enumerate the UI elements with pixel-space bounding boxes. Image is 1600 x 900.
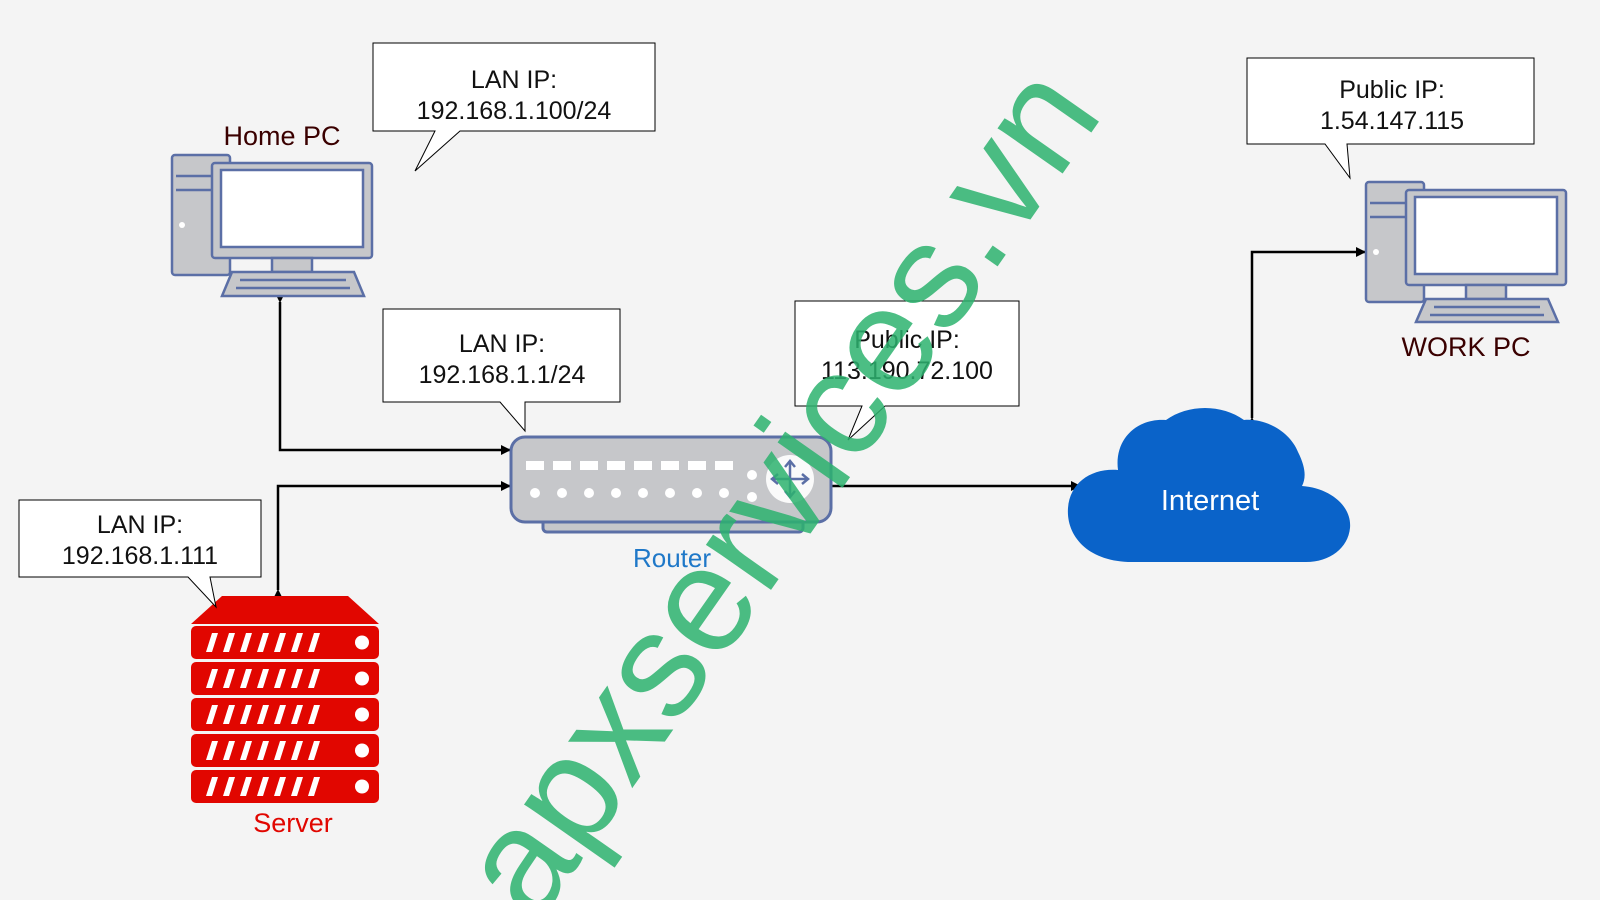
work-pc-icon — [1364, 180, 1568, 324]
server-unit — [191, 662, 379, 695]
internet-cloud-icon — [1067, 408, 1351, 562]
router-port — [526, 461, 544, 470]
router-port — [580, 461, 598, 470]
home-pc-callout-line1: LAN IP: — [471, 66, 557, 94]
server-unit — [191, 734, 379, 767]
connector-homepc-router — [275, 293, 511, 455]
router-port — [715, 461, 733, 470]
server-callout: LAN IP: 192.168.1.111 — [18, 499, 262, 609]
router-label: Router — [633, 543, 711, 573]
connector-server-router — [273, 481, 511, 599]
router-led — [530, 488, 540, 498]
home-pc-icon — [170, 153, 374, 298]
server-icon — [191, 596, 379, 803]
router-led — [557, 488, 567, 498]
server-unit — [191, 698, 379, 731]
router-public-callout: Public IP: 113.190.72.100 — [794, 300, 1020, 441]
connector-internet-workpc — [1247, 247, 1366, 427]
router-lan-callout: LAN IP: 192.168.1.1/24 — [382, 308, 621, 433]
router-led — [638, 488, 648, 498]
router-port — [688, 461, 706, 470]
router-public-callout-line2: 113.190.72.100 — [821, 357, 993, 385]
home-pc-callout-line2: 192.168.1.100/24 — [417, 97, 612, 125]
router-port — [661, 461, 679, 470]
connectors — [273, 247, 1366, 599]
work-pc-callout-line1: Public IP: — [1339, 76, 1445, 104]
work-pc-label: WORK PC — [1401, 332, 1530, 362]
server-unit — [191, 626, 379, 659]
server-label: Server — [253, 808, 333, 838]
router-public-callout-line1: Public IP: — [854, 326, 960, 354]
router-led — [665, 488, 675, 498]
server-unit — [191, 770, 379, 803]
server-callout-line1: LAN IP: — [97, 511, 183, 539]
router-led — [584, 488, 594, 498]
home-pc-label: Home PC — [223, 121, 340, 151]
router-led — [692, 488, 702, 498]
router-led — [747, 470, 757, 480]
work-pc-callout: Public IP: 1.54.147.115 — [1246, 57, 1535, 180]
router-port — [607, 461, 625, 470]
router-port — [553, 461, 571, 470]
internet-label: Internet — [1161, 485, 1259, 517]
router-led — [611, 488, 621, 498]
router-lan-callout-line2: 192.168.1.1/24 — [419, 361, 586, 389]
home-pc-callout: LAN IP: 192.168.1.100/24 — [372, 42, 656, 172]
router-port — [634, 461, 652, 470]
router-led — [747, 492, 757, 502]
router-led — [719, 488, 729, 498]
server-callout-line2: 192.168.1.111 — [62, 542, 218, 570]
router-lan-callout-line1: LAN IP: — [459, 330, 545, 358]
router-icon — [509, 435, 833, 534]
work-pc-callout-line2: 1.54.147.115 — [1320, 107, 1464, 135]
